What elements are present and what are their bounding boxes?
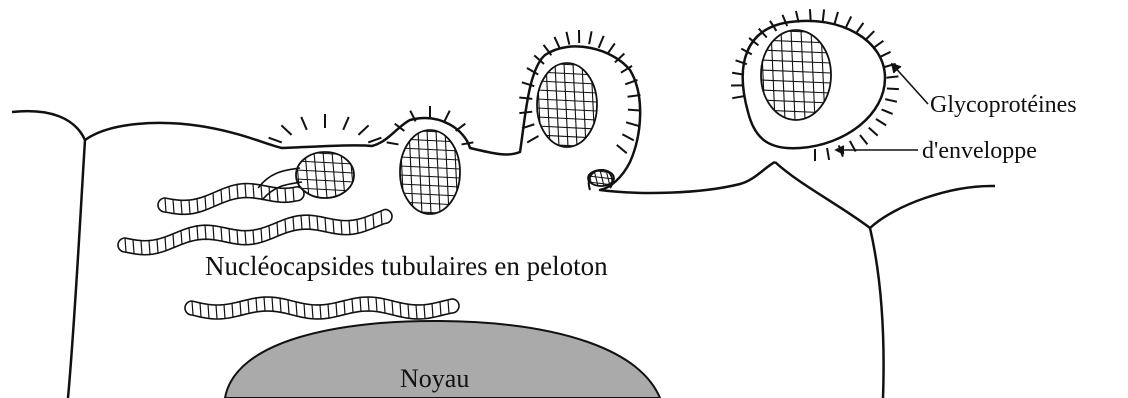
spike [823, 9, 824, 21]
spike [626, 122, 638, 126]
nucleocapsid-cores [296, 30, 835, 214]
spike [301, 117, 307, 130]
spike [887, 88, 899, 89]
label-nucleocapsides: Nucléocapsides tubulaires en peloton [205, 251, 608, 281]
label-noyau: Noyau [400, 364, 469, 393]
spike [519, 112, 532, 113]
spike [874, 41, 884, 48]
cell-membrane-edge-right [870, 228, 884, 398]
spike [566, 32, 569, 45]
spike [617, 145, 627, 153]
cell-membrane-right [775, 162, 995, 228]
arrow-head-lower [836, 146, 844, 154]
tubular-nucleocapsids [118, 168, 459, 319]
spike [358, 125, 368, 135]
label-enveloppe: d'enveloppe [922, 138, 1037, 164]
spike [554, 37, 559, 49]
spike [628, 110, 641, 111]
spike [880, 52, 891, 57]
spike [456, 124, 466, 131]
spike [846, 16, 851, 27]
spike [856, 23, 863, 33]
cell-membrane [12, 46, 775, 193]
spike [269, 138, 282, 143]
spike [876, 119, 886, 125]
spike [607, 43, 614, 54]
spike [527, 136, 538, 143]
spike [887, 76, 899, 77]
spike [860, 135, 867, 144]
spike [519, 98, 532, 99]
spike [462, 142, 474, 144]
spike [387, 142, 399, 144]
spike [866, 31, 874, 40]
spike [281, 125, 291, 135]
cell-membrane-edge-left [68, 140, 85, 398]
tubular-nucleocapsid [158, 184, 304, 215]
tubular-nucleocapsid [118, 209, 392, 254]
nucleocapsid-outline [761, 30, 831, 120]
spike [835, 12, 838, 24]
spike [810, 9, 811, 21]
tubular-nucleocapsid [185, 297, 459, 319]
spike [882, 109, 893, 114]
spike [622, 134, 633, 140]
spike [869, 128, 878, 136]
spike [732, 96, 744, 98]
spike [589, 31, 591, 44]
spike [885, 99, 897, 102]
spike [599, 36, 604, 48]
label-glycoproteines: Glycoprotéines [930, 92, 1077, 118]
spike [827, 148, 829, 160]
spike [343, 117, 349, 130]
spike [444, 111, 449, 122]
